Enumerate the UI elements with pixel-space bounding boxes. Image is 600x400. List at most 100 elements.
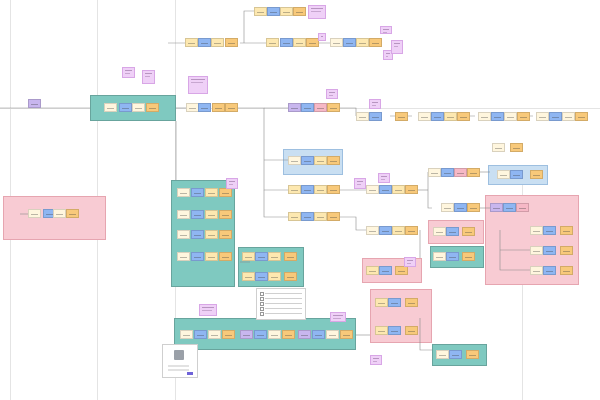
node-start[interactable]: [177, 252, 190, 261]
node-start[interactable]: [530, 266, 543, 275]
sticky-note[interactable]: [318, 33, 326, 41]
node-start[interactable]: [254, 7, 267, 16]
node-event[interactable]: [28, 99, 41, 108]
node-output[interactable]: [284, 252, 297, 261]
node-output[interactable]: [575, 112, 588, 121]
login-card[interactable]: [162, 344, 198, 378]
node-step[interactable]: [268, 252, 281, 261]
node-start[interactable]: [375, 326, 388, 335]
node-start[interactable]: [242, 272, 255, 281]
node-process[interactable]: [503, 203, 516, 212]
node-output[interactable]: [306, 38, 319, 47]
node-output[interactable]: [560, 246, 573, 255]
node-start[interactable]: [418, 112, 431, 121]
checkbox[interactable]: [260, 292, 264, 296]
node-start[interactable]: [530, 246, 543, 255]
sticky-note[interactable]: [199, 304, 217, 316]
node-output[interactable]: [462, 252, 475, 261]
node-output[interactable]: [560, 226, 573, 235]
node-output[interactable]: [466, 350, 479, 359]
node-process[interactable]: [379, 185, 392, 194]
node-output[interactable]: [395, 112, 408, 121]
node-output[interactable]: [405, 326, 418, 335]
node-process[interactable]: [369, 112, 382, 121]
node-process[interactable]: [191, 188, 204, 197]
node-output[interactable]: [340, 330, 353, 339]
node-process[interactable]: [431, 112, 444, 121]
node-process[interactable]: [301, 212, 314, 221]
node-output[interactable]: [212, 103, 225, 112]
node-process[interactable]: [543, 266, 556, 275]
node-event[interactable]: [298, 330, 311, 339]
sticky-note[interactable]: [380, 26, 392, 34]
node-start[interactable]: [288, 212, 301, 221]
node-output[interactable]: [517, 112, 530, 121]
node-process[interactable]: [510, 170, 523, 179]
node-output[interactable]: [462, 227, 475, 236]
node-process[interactable]: [379, 266, 392, 275]
node-start[interactable]: [28, 209, 41, 218]
node-start[interactable]: [366, 266, 379, 275]
node-start[interactable]: [177, 210, 190, 219]
login-button[interactable]: [187, 372, 193, 375]
sticky-note[interactable]: [326, 89, 338, 99]
node-process[interactable]: [255, 272, 268, 281]
node-process[interactable]: [454, 203, 467, 212]
node-output[interactable]: [146, 103, 159, 112]
node-start[interactable]: [330, 38, 343, 47]
node-output[interactable]: [327, 103, 340, 112]
node-process[interactable]: [267, 7, 280, 16]
node-process[interactable]: [449, 350, 462, 359]
node-event[interactable]: [490, 203, 503, 212]
node-process[interactable]: [446, 227, 459, 236]
node-process[interactable]: [543, 226, 556, 235]
node-event[interactable]: [240, 330, 253, 339]
node-process[interactable]: [388, 326, 401, 335]
node-process[interactable]: [446, 252, 459, 261]
node-process[interactable]: [379, 226, 392, 235]
node-step[interactable]: [268, 272, 281, 281]
node-process[interactable]: [343, 38, 356, 47]
node-process[interactable]: [191, 230, 204, 239]
node-step[interactable]: [132, 103, 145, 112]
node-error[interactable]: [454, 168, 467, 177]
node-step[interactable]: [504, 112, 517, 121]
node-process[interactable]: [191, 210, 204, 219]
node-output[interactable]: [222, 330, 235, 339]
node-step[interactable]: [205, 188, 218, 197]
node-output[interactable]: [293, 7, 306, 16]
node-step[interactable]: [205, 230, 218, 239]
node-start[interactable]: [530, 226, 543, 235]
sticky-note[interactable]: [383, 50, 393, 60]
node-process[interactable]: [198, 103, 211, 112]
node-process[interactable]: [301, 103, 314, 112]
node-process[interactable]: [254, 330, 267, 339]
sticky-note[interactable]: [378, 173, 390, 183]
node-start[interactable]: [177, 188, 190, 197]
node-start[interactable]: [478, 112, 491, 121]
node-process[interactable]: [255, 252, 268, 261]
node-start[interactable]: [441, 203, 454, 212]
checkbox[interactable]: [260, 307, 264, 311]
node-step[interactable]: [205, 210, 218, 219]
node-output[interactable]: [530, 170, 543, 179]
node-output[interactable]: [405, 185, 418, 194]
node-process[interactable]: [194, 330, 207, 339]
node-process[interactable]: [312, 330, 325, 339]
node-step[interactable]: [314, 185, 327, 194]
node-output[interactable]: [219, 252, 232, 261]
node-output[interactable]: [225, 38, 238, 47]
node-event[interactable]: [288, 103, 301, 112]
node-process[interactable]: [491, 112, 504, 121]
node-output[interactable]: [510, 143, 523, 152]
node-output[interactable]: [219, 210, 232, 219]
node-process[interactable]: [280, 38, 293, 47]
node-step[interactable]: [208, 330, 221, 339]
node-output[interactable]: [327, 156, 340, 165]
node-process[interactable]: [543, 246, 556, 255]
password-field[interactable]: [168, 369, 189, 371]
node-step[interactable]: [293, 38, 306, 47]
node-start[interactable]: [375, 298, 388, 307]
node-step[interactable]: [211, 38, 224, 47]
node-process[interactable]: [119, 103, 132, 112]
